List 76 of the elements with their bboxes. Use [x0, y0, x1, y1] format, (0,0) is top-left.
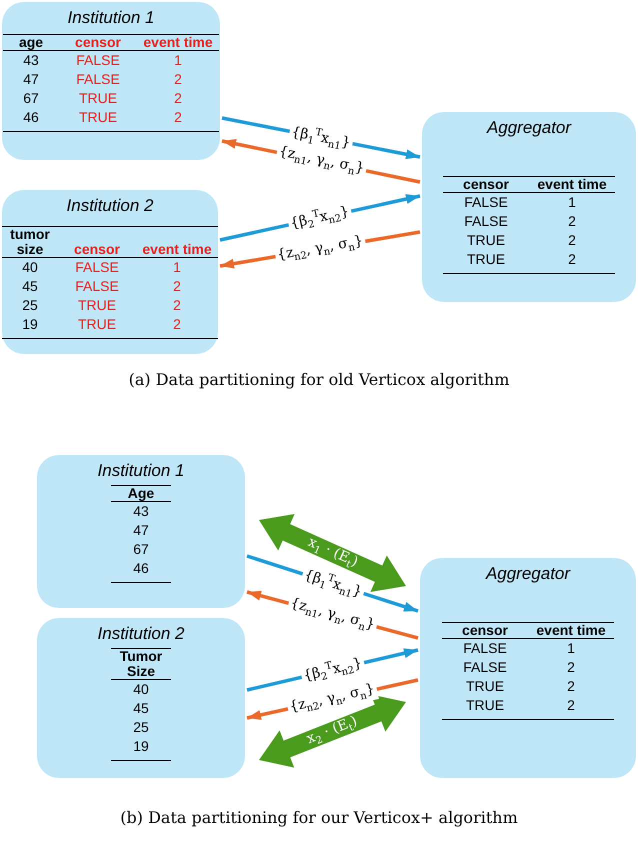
column-header: censor: [59, 35, 137, 51]
table-cell-text: 43: [132, 502, 150, 521]
table-cell-text: 2: [173, 108, 183, 127]
column-header: event time: [529, 177, 615, 193]
table-cell-text: TRUE: [78, 89, 118, 108]
table-cell-text: 47: [132, 521, 150, 540]
box-heading: Aggregator: [484, 564, 572, 584]
table-cell-text: 2: [567, 212, 577, 231]
table-cell-text: 1: [566, 639, 576, 658]
table-cell-text: 46: [132, 559, 150, 578]
table-cell-text: TRUE: [78, 108, 118, 127]
table-cell-text: TRUE: [76, 296, 118, 315]
table-cell-text: TRUE: [464, 696, 506, 715]
table-cell-text: FALSE: [463, 193, 509, 212]
table-cell-text: 25: [132, 718, 150, 737]
box-heading: Institution 1: [66, 8, 156, 28]
table-cell-text: TRUE: [76, 315, 118, 334]
table-cell-text: FALSE: [75, 51, 121, 70]
table-cell-text: 2: [173, 70, 183, 89]
table-cell-text: 46: [22, 108, 40, 127]
box-heading: Aggregator: [485, 118, 572, 138]
table-cell-text: 2: [567, 250, 577, 269]
table-cell-text: 40: [21, 258, 39, 277]
table-cell-text: FALSE: [462, 639, 508, 658]
rounded-box: [37, 455, 245, 608]
table-cell-text: 1: [172, 258, 182, 277]
column-header: event time: [528, 623, 614, 639]
column-header: event time: [136, 242, 218, 258]
table-cell-text: 2: [172, 277, 182, 296]
table-cell-text: 19: [21, 315, 39, 334]
table-cell-text: 2: [172, 296, 182, 315]
column-header: event time: [137, 35, 219, 51]
column-header: censor: [442, 623, 528, 639]
rounded-box: [37, 618, 245, 778]
table-cell-text: TRUE: [466, 231, 506, 250]
rounded-box: [2, 2, 220, 160]
table-cell-text: FALSE: [74, 258, 120, 277]
table-cell-text: FALSE: [463, 212, 509, 231]
rounded-box: [2, 190, 218, 354]
table-cell-text: 1: [567, 193, 577, 212]
table-cell-text: 1: [173, 51, 183, 70]
figure-caption: (a) Data partitioning for old Verticox algorithm: [128, 370, 510, 389]
table-cell-text: 2: [566, 677, 576, 696]
table-cell-text: 2: [566, 696, 576, 715]
table-cell-text: TRUE: [466, 250, 506, 269]
rounded-box: [422, 112, 636, 302]
figure-caption: (b) Data partitioning for our Verticox+ algorithm: [119, 808, 519, 827]
table-cell-text: 45: [21, 277, 39, 296]
column-header: age: [3, 35, 59, 51]
table-cell-text: 67: [22, 89, 40, 108]
table-cell-text: 2: [566, 658, 576, 677]
box-heading: Institution 2: [96, 624, 186, 644]
double-arrow: [259, 694, 406, 768]
table-cell-text: FALSE: [462, 658, 508, 677]
rounded-box: [420, 558, 636, 778]
table-cell-text: 2: [567, 231, 577, 250]
table-cell-text: 40: [132, 680, 150, 699]
table-cell-text: FALSE: [74, 277, 120, 296]
column-header: Age: [111, 486, 171, 502]
table-cell-text: 43: [22, 51, 40, 70]
column-header: censor: [58, 242, 136, 258]
table-cell-text: 19: [132, 737, 150, 756]
column-header: tumor size: [2, 227, 58, 258]
table-cell-text: 67: [132, 540, 150, 559]
double-arrow: [259, 514, 406, 592]
box-heading: Institution 1: [96, 461, 186, 481]
table-cell-text: 25: [21, 296, 39, 315]
box-heading: Institution 2: [66, 196, 154, 216]
table-cell-text: 2: [172, 315, 182, 334]
table-cell-text: 45: [132, 699, 150, 718]
table-cell-text: TRUE: [464, 677, 506, 696]
table-cell-text: 47: [22, 70, 40, 89]
table-cell-text: 2: [173, 89, 183, 108]
column-header: censor: [443, 177, 529, 193]
column-header: Tumor Size: [111, 649, 171, 680]
table-cell-text: FALSE: [75, 70, 121, 89]
